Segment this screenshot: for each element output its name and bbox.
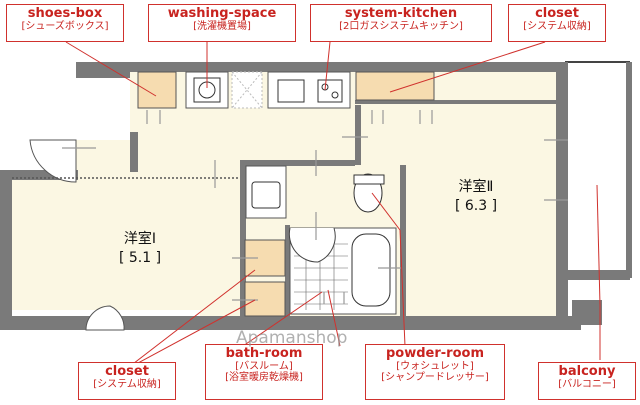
washbasin-icon: [251, 181, 281, 209]
entrance-door: [29, 139, 77, 183]
vanity: [245, 165, 287, 219]
label-closet-top-title: closet: [535, 6, 579, 21]
label-balcony: balcony [バルコニー]: [538, 362, 636, 400]
label-powder-room-sub2: [シャンプードレッサー]: [381, 372, 489, 384]
wall-corner: [572, 300, 602, 325]
partition-bath: [285, 225, 290, 316]
partition-hall: [130, 132, 138, 172]
wall-left: [0, 170, 12, 330]
room-western-2-name: 洋室Ⅱ: [458, 179, 494, 195]
wall-left-top: [0, 170, 78, 180]
door-arrows: [62, 110, 568, 304]
label-balcony-title: balcony: [558, 364, 616, 379]
room-western-1-size: [ 5.1 ]: [118, 249, 162, 266]
label-shoes-box: shoes-box [シューズボックス]: [6, 4, 124, 42]
label-bath-room-sub2: [浴室暖房乾燥機]: [225, 372, 303, 384]
label-washing-space: washing-space [洗濯機置場]: [148, 4, 296, 42]
room-western-2: 洋室Ⅱ [ 6.3 ]: [436, 178, 516, 216]
closet-lower-2: [244, 281, 286, 317]
label-closet-bottom-sub: [システム収納]: [93, 379, 161, 391]
balcony-area: [565, 61, 630, 273]
wall-bottom-right: [196, 316, 581, 330]
label-system-kitchen-title: system-kitchen: [344, 6, 458, 21]
leader-lines: [65, 41, 601, 371]
label-closet-bottom-title: closet: [105, 364, 149, 379]
label-balcony-sub: [バルコニー]: [558, 379, 616, 391]
label-system-kitchen-sub: [2口ガスシステムキッチン]: [339, 21, 463, 33]
sink-icon: [277, 79, 305, 103]
room-western-2-size: [ 6.3 ]: [454, 197, 498, 214]
room-western-1-name: 洋室Ⅰ: [123, 231, 157, 247]
label-powder-room: powder-room [ウォシュレット] [シャンプードレッサー]: [365, 344, 505, 400]
label-shoes-box-title: shoes-box: [27, 6, 103, 21]
stove-icon: [317, 79, 343, 103]
wall-top: [76, 62, 566, 72]
watermark: Apamanshop: [236, 328, 348, 348]
partition-room1-right: [240, 160, 246, 316]
label-bath-room-sub1: [バスルーム]: [235, 361, 293, 373]
partition-room2-left: [400, 165, 406, 316]
wall-right: [556, 62, 568, 330]
closet-top-cabinet: [355, 71, 435, 101]
label-bath-room: bath-room [バスルーム] [浴室暖房乾燥機]: [205, 344, 323, 400]
label-closet-top-sub: [システム収納]: [523, 21, 591, 33]
room-western-1: 洋室Ⅰ [ 5.1 ]: [100, 230, 180, 268]
partition-kitchen: [355, 100, 560, 104]
balcony-rail-right: [626, 62, 632, 278]
bathtub-icon: [351, 233, 391, 307]
floor-area: [10, 72, 566, 320]
label-closet-top: closet [システム収納]: [508, 4, 606, 42]
label-bath-room-title: bath-room: [225, 346, 303, 361]
label-shoes-box-sub: [シューズボックス]: [21, 21, 109, 33]
shoes-box-cabinet: [137, 71, 177, 109]
partition-room2-left-top: [355, 105, 361, 165]
balcony-rail-bottom: [566, 270, 630, 280]
kitchen-counter: [267, 71, 351, 109]
label-washing-space-title: washing-space: [167, 6, 277, 21]
room1-door: [85, 305, 125, 331]
partition-bath-top: [240, 160, 355, 166]
label-system-kitchen: system-kitchen [2口ガスシステムキッチン]: [310, 4, 492, 42]
label-powder-room-sub1: [ウォシュレット]: [396, 361, 474, 373]
wall-entrance-top: [76, 62, 130, 78]
label-washing-space-sub: [洗濯機置場]: [193, 21, 251, 33]
bath-door: [288, 227, 336, 263]
fridge-space: [231, 71, 263, 109]
label-powder-room-title: powder-room: [386, 346, 484, 361]
label-closet-bottom: closet [システム収納]: [78, 362, 176, 400]
